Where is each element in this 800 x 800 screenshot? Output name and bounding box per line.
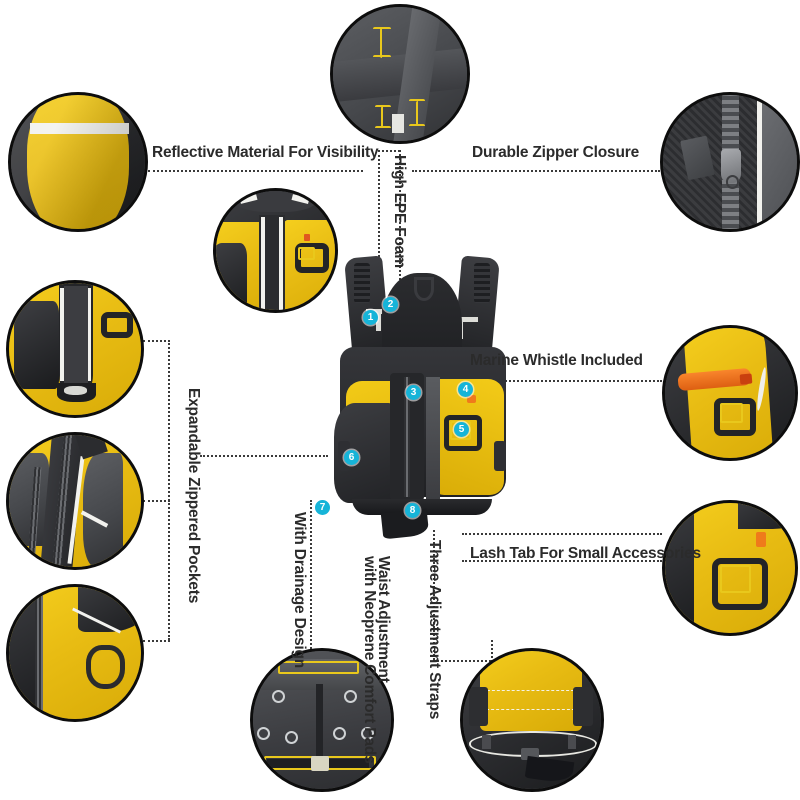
photo-reflective (8, 92, 148, 232)
lash-tab-patch (294, 243, 329, 274)
label-foam: High EPE Foam (391, 155, 408, 268)
neoprene-pad-left (468, 686, 488, 726)
connector-pocket-1 (143, 340, 170, 342)
photo-frontzip (213, 188, 338, 313)
photo-whistle (662, 325, 798, 461)
connector-foam-top (378, 150, 400, 152)
d-ring (85, 645, 125, 690)
callout-badge-4: 4 (458, 382, 473, 397)
connector-reflective (148, 170, 363, 172)
callout-badge-2: 2 (383, 297, 398, 312)
callout-badge-6: 6 (344, 450, 359, 465)
label-pockets: Expandable Zippered Pockets (185, 388, 202, 604)
label-waist-line2: with Neoprene Comfort Pads (361, 556, 378, 764)
drainage-highlight-top (277, 660, 360, 674)
connector-drainage (310, 500, 312, 660)
connector-pockets-vert (168, 340, 170, 640)
product-photo-vest: 1 2 3 4 5 6 7 8 (315, 255, 515, 545)
photo-waist (460, 648, 604, 792)
photo-pocket-1 (6, 280, 144, 418)
label-straps: Three Adjustment Straps (426, 540, 443, 720)
callout-badge-1: 1 (363, 310, 378, 325)
callout-badge-7: 7 (315, 500, 330, 515)
foam-measure-br (416, 100, 420, 125)
label-drainage: With Drainage Design (291, 512, 308, 669)
connector-pockets-to-vest (200, 455, 328, 457)
label-lashtab: Lash Tab For Small Accessories (470, 545, 701, 562)
photo-zipper (660, 92, 800, 232)
photo-lashtab (662, 500, 798, 636)
connector-lashtab (462, 560, 662, 562)
connector-pocket-3 (143, 640, 170, 642)
label-zipper: Durable Zipper Closure (472, 144, 639, 161)
callout-badge-5: 5 (454, 422, 469, 437)
connector-lashtab-top (462, 533, 662, 535)
callout-badge-3: 3 (406, 385, 421, 400)
connector-zipper (412, 170, 660, 172)
foam-measure-bl (381, 106, 385, 129)
lash-tab-square (711, 557, 768, 610)
connector-waist (433, 660, 491, 662)
zipper-pull (720, 148, 741, 184)
connector-foam-branch (378, 150, 380, 305)
photo-foam (330, 4, 470, 144)
callout-badge-8: 8 (405, 503, 420, 518)
connector-whistle (462, 380, 662, 382)
foam-measure-top (379, 28, 384, 59)
reflective-strip (29, 123, 129, 134)
connector-pocket-2 (143, 500, 170, 502)
photo-pocket-3 (6, 584, 144, 722)
connector-straps (433, 530, 435, 660)
photo-drainage (250, 648, 394, 792)
label-whistle: Marine Whistle Included (470, 352, 643, 369)
label-reflective: Reflective Material For Visibility (152, 144, 379, 161)
photo-pocket-2 (6, 432, 144, 570)
neoprene-pad-right (573, 686, 593, 726)
